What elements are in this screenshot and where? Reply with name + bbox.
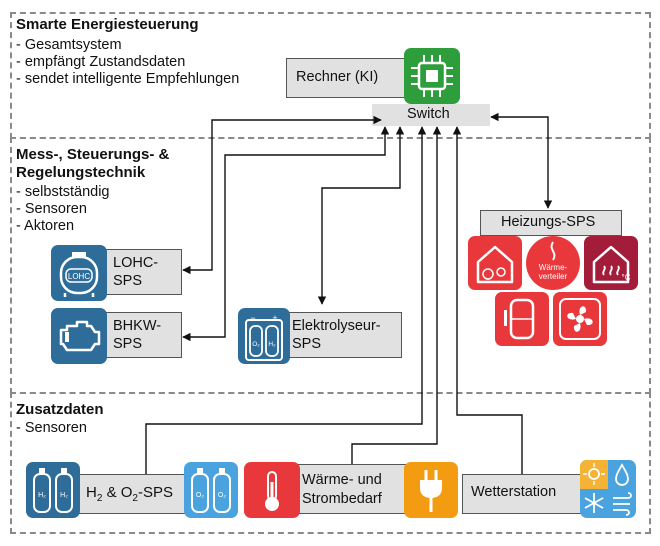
h2o2-sub1: 2 <box>96 493 103 504</box>
additional-data-title: Zusatzdaten <box>16 401 104 418</box>
bhkw-sps-box <box>96 312 182 358</box>
fan-icon <box>553 292 607 346</box>
elektrolyseur-h2-text: H₂ <box>268 341 276 348</box>
smart-control-title: Smarte Energiesteuerung <box>16 16 199 33</box>
storage-tank-icon <box>495 292 549 346</box>
smart-control-line-3: - sendet intelligente Empfehlungen <box>16 71 240 87</box>
h2-right-text: H₂ <box>60 492 68 499</box>
h2-o2-sps-label: H2 & O2-SPS <box>86 484 173 507</box>
h2o2-switch-link <box>145 126 427 474</box>
elektrolyseur-minus-sign: − <box>250 313 255 323</box>
lohc-sps-label-1: LOHC- <box>113 255 159 271</box>
measurement-line-1: - selbstständig <box>16 184 110 200</box>
lohc-sps-label-2: SPS <box>113 273 143 289</box>
measurement-line-2: - Sensoren <box>16 201 87 217</box>
smart-control-line-2: - empfängt Zustandsdaten <box>16 54 186 70</box>
measurement-title-2: Regelungstechnik <box>16 164 146 181</box>
switch-box <box>372 104 490 126</box>
waermeverteiler-label-2: verteiler <box>539 272 568 281</box>
rechner-label: Rechner (KI) <box>296 69 379 85</box>
bhkw-sps-label-2: SPS <box>113 336 143 352</box>
h2-cylinders-icon: H₂ H₂ <box>26 462 80 518</box>
house-fan-icon <box>468 236 522 290</box>
h2o2-sub2: 2 <box>132 493 138 504</box>
weather-icon <box>580 460 636 518</box>
o2-left-text: O₂ <box>196 492 204 499</box>
elektrolyseur-o2-text: O₂ <box>252 341 260 348</box>
bhkw-sps-label-1: BHKW- <box>113 318 162 334</box>
measurement-line-3: - Aktoren <box>16 218 75 234</box>
elektrolyseur-switch-link <box>317 126 405 305</box>
heizung-switch-link <box>490 112 553 209</box>
rechner-box <box>286 58 412 98</box>
waerme-strom-box <box>288 464 412 514</box>
engine-icon <box>51 308 107 364</box>
smart-control-line-1: - Gesamtsystem <box>16 37 122 53</box>
wetterstation-label: Wetterstation <box>471 484 557 500</box>
lohc-sps-box <box>96 249 182 295</box>
waermeverteiler-label-1: Wärme- <box>539 263 568 272</box>
h2-left-text: H₂ <box>38 492 46 499</box>
thermometer-icon <box>244 462 300 518</box>
plug-icon <box>404 462 458 518</box>
o2-right-text: O₂ <box>218 492 226 499</box>
o2-cylinders-icon: O₂ O₂ <box>184 462 238 518</box>
h2o2-h: H <box>86 484 97 501</box>
switch-label: Switch <box>407 106 450 122</box>
gas-cylinders-icon: O₂ H₂ − + <box>238 308 290 364</box>
elektrolyseur-plus-sign: + <box>272 313 277 323</box>
section-additional-data <box>10 392 651 534</box>
waerme-strom-label-2: Strombedarf <box>302 491 382 507</box>
lohc-switch-link <box>182 115 382 275</box>
heizungs-sps-label: Heizungs-SPS <box>501 214 596 230</box>
lohc-tank-icon: LOHC <box>51 245 107 301</box>
additional-data-line-1: - Sensoren <box>16 420 87 436</box>
lohc-icon-text: LOHC <box>68 272 90 281</box>
wetter-switch-link <box>452 126 523 474</box>
celsius-text: °C <box>622 273 631 282</box>
bhkw-switch-link <box>182 126 390 342</box>
chip-icon <box>404 48 460 104</box>
h2o2-mid: & O <box>102 484 133 501</box>
measurement-title-1: Mess-, Steuerungs- & <box>16 146 170 163</box>
waerme-switch-link <box>351 126 442 464</box>
heizungs-sps-box <box>480 210 622 236</box>
floor-heating-icon: °C <box>584 236 638 290</box>
heat-distributor-icon: Wärme- verteiler <box>526 236 580 290</box>
waerme-strom-label-1: Wärme- und <box>302 472 382 488</box>
h2o2-end: -SPS <box>137 484 173 501</box>
wetterstation-box <box>462 474 582 514</box>
